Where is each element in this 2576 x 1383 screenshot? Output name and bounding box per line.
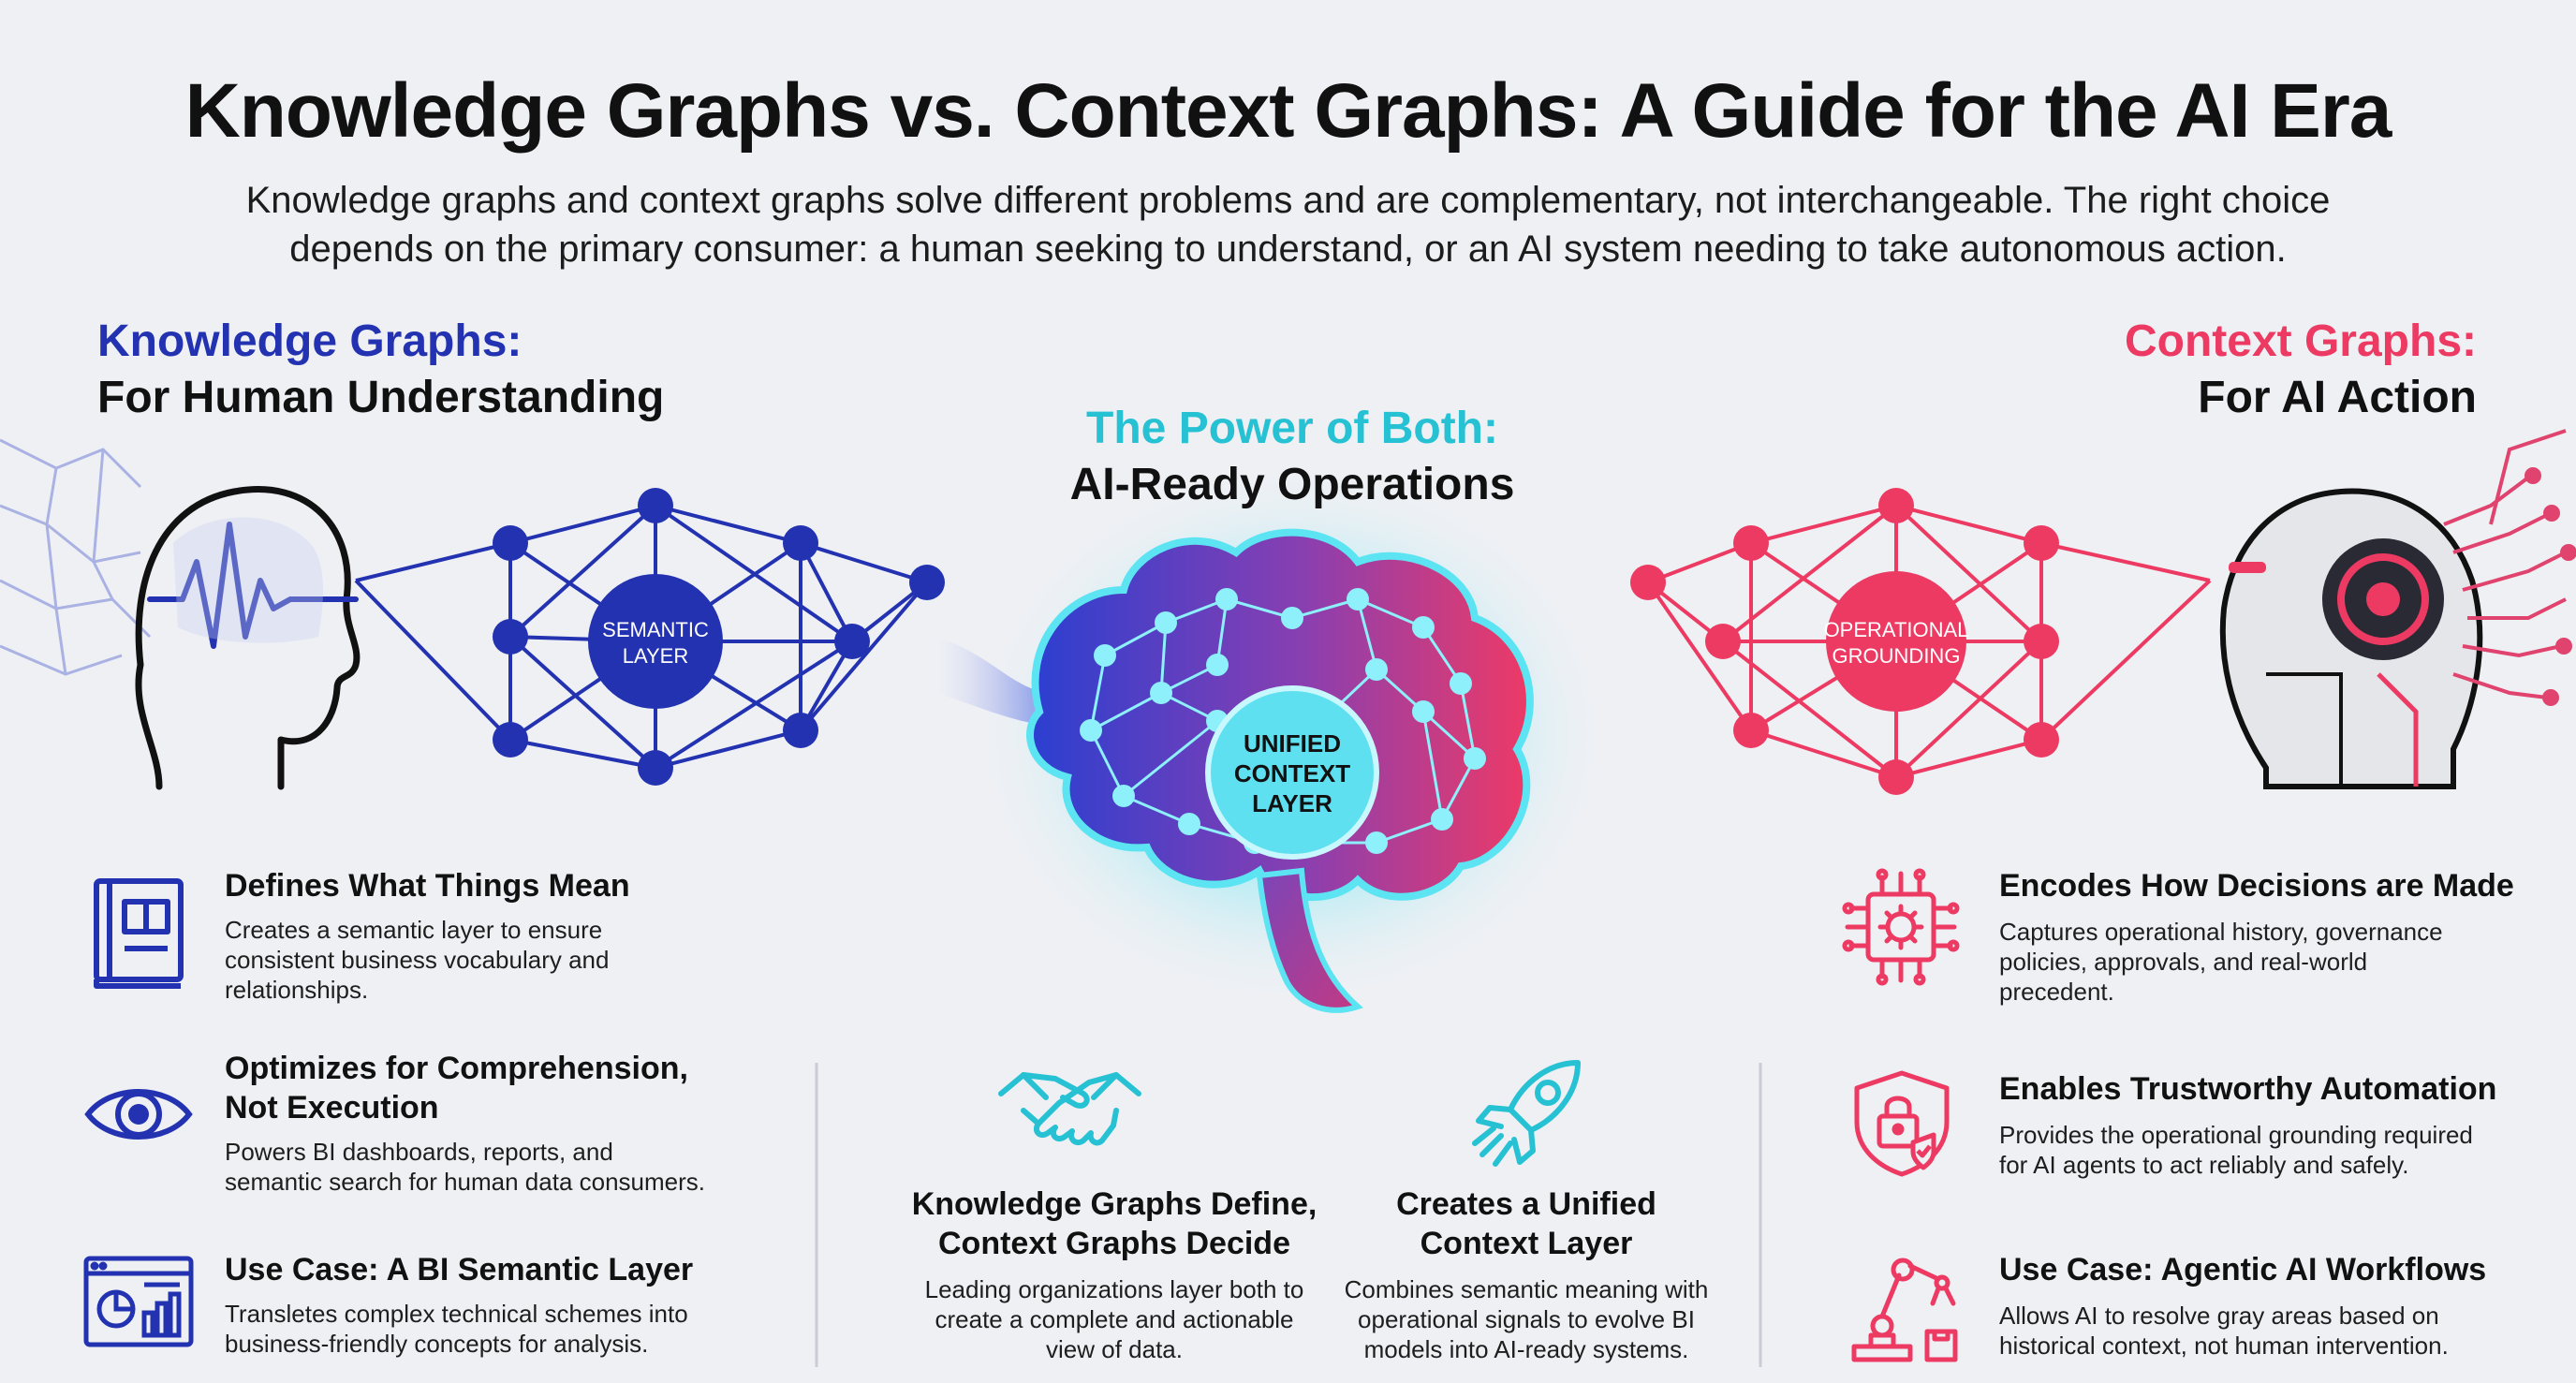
feature-title: Knowledge Graphs Define, Context Graphs … — [843, 1184, 1386, 1263]
feature-desc-line: policies, approvals, and real-world — [1999, 948, 2368, 976]
feature-desc-line: Provides the operational grounding requi… — [1999, 1121, 2473, 1149]
feature-define-decide: Knowledge Graphs Define, Context Graphs … — [843, 1184, 1386, 1364]
feature-title: Use Case: A BI Semantic Layer — [225, 1252, 694, 1287]
robot-arm-icon — [1851, 1258, 1958, 1362]
feature-desc: Powers BI dashboards, reports, and seman… — [225, 1137, 787, 1197]
left-edge-network — [0, 438, 152, 676]
feature-desc: Captures operational history, governance… — [1999, 917, 2561, 1007]
feature-desc-line: create a complete and actionable — [935, 1305, 1294, 1333]
feature-desc: Transletes complex technical schemes int… — [225, 1299, 787, 1359]
left-section-heading: Knowledge Graphs: For Human Understandin… — [97, 314, 664, 426]
feature-agentic-ai: Use Case: Agentic AI Workflows Allows AI… — [1999, 1250, 2561, 1361]
feature-desc: Leading organizations layer both to crea… — [843, 1274, 1386, 1364]
brain-network — [1089, 597, 1477, 845]
right-section-heading: Context Graphs: For AI Action — [2125, 314, 2477, 426]
subtitle-line-1: Knowledge graphs and context graphs solv… — [245, 180, 2331, 221]
feature-title-line: Creates a Unified — [1396, 1186, 1656, 1222]
operational-hub-label-1: OPERATIONAL — [1824, 618, 1969, 641]
right-heading: Context Graphs: — [2124, 316, 2477, 366]
center-heading: The Power of Both: — [1086, 404, 1498, 453]
unified-hub — [1205, 685, 1379, 860]
feature-desc: Combines semantic meaning with operation… — [1292, 1274, 1760, 1364]
feature-title: Use Case: Agentic AI Workflows — [1999, 1252, 2487, 1287]
unified-hub-label-3: LAYER — [1252, 789, 1332, 817]
operational-hub — [1826, 571, 1966, 712]
handshake-icon — [998, 1072, 1141, 1146]
feature-title: Optimizes for Comprehension, Not Executi… — [225, 1049, 787, 1127]
feature-desc-line: for AI agents to act reliably and safely… — [1999, 1151, 2409, 1179]
feature-title-line: Not Execution — [225, 1090, 439, 1126]
feature-defines-meaning: Defines What Things Mean Creates a seman… — [225, 866, 749, 1005]
left-subheading: For Human Understanding — [97, 373, 665, 422]
feature-desc: Creates a semantic layer to ensure consi… — [225, 915, 749, 1005]
book-icon — [94, 878, 184, 989]
circuit-traces — [2443, 429, 2576, 706]
feature-title: Defines What Things Mean — [225, 868, 630, 904]
feature-bi-semantic-layer: Use Case: A BI Semantic Layer Transletes… — [225, 1250, 787, 1359]
subtitle-line-2: depends on the primary consumer: a human… — [289, 228, 2287, 270]
feature-desc-line: historical context, not human interventi… — [1999, 1332, 2449, 1360]
semantic-hub-label-2: LAYER — [623, 644, 689, 668]
feature-desc-line: models into AI-ready systems. — [1363, 1335, 1689, 1363]
feature-desc-line: Powers BI dashboards, reports, and — [225, 1138, 613, 1166]
feature-comprehension: Optimizes for Comprehension, Not Executi… — [225, 1049, 787, 1197]
semantic-hub — [588, 574, 723, 709]
center-subheading: AI-Ready Operations — [1069, 460, 1515, 509]
feature-title: Enables Trustworthy Automation — [1999, 1071, 2497, 1107]
page-subtitle: Knowledge graphs and context graphs solv… — [169, 176, 2407, 273]
feature-desc-line: Combines semantic meaning with — [1344, 1275, 1709, 1303]
feature-title-line: Optimizes for Comprehension, — [225, 1051, 688, 1086]
feature-desc: Allows AI to resolve gray areas based on… — [1999, 1301, 2561, 1361]
feature-title-line: Context Graphs Decide — [938, 1226, 1290, 1261]
feature-desc-line: semantic search for human data consumers… — [225, 1168, 706, 1196]
feature-desc-line: Creates a semantic layer to ensure — [225, 916, 603, 944]
feature-unified-context: Creates a Unified Context Layer Combines… — [1292, 1184, 1760, 1364]
semantic-network-nodes — [493, 488, 945, 786]
eye-icon — [84, 1089, 193, 1140]
feature-desc-line: Captures operational history, governance — [1999, 918, 2443, 946]
center-section-heading: The Power of Both: AI-Ready Operations — [964, 401, 1620, 513]
unified-hub-label-1: UNIFIED — [1244, 729, 1341, 758]
feature-desc-line: Allows AI to resolve gray areas based on — [1999, 1302, 2439, 1330]
feature-desc-line: Leading organizations layer both to — [924, 1275, 1304, 1303]
right-subheading: For AI Action — [2198, 373, 2477, 422]
rocket-icon — [1472, 1060, 1581, 1167]
semantic-hub-label-1: SEMANTIC — [602, 618, 709, 641]
feature-desc-line: operational signals to evolve BI — [1358, 1305, 1695, 1333]
page-title: Knowledge Graphs vs. Context Graphs: A G… — [184, 68, 2392, 154]
unified-hub-label-2: CONTEXT — [1234, 759, 1350, 787]
feature-desc-line: relationships. — [225, 976, 369, 1004]
operational-hub-label-2: GROUNDING — [1833, 644, 1961, 668]
operational-network-nodes — [1630, 488, 2059, 795]
left-heading: Knowledge Graphs: — [97, 316, 523, 366]
feature-title-line: Knowledge Graphs Define, — [911, 1186, 1317, 1222]
feature-trustworthy: Enables Trustworthy Automation Provides … — [1999, 1069, 2561, 1180]
feature-decisions: Encodes How Decisions are Made Captures … — [1999, 866, 2561, 1007]
feature-desc-line: business-friendly concepts for analysis. — [225, 1330, 649, 1358]
robot-head-icon — [2219, 488, 2483, 789]
feature-desc-line: consistent business vocabulary and — [225, 946, 610, 974]
feature-desc-line: precedent. — [1999, 978, 2114, 1006]
feature-desc-line: view of data. — [1046, 1335, 1183, 1363]
feature-desc: Provides the operational grounding requi… — [1999, 1120, 2561, 1180]
feature-title-line: Context Layer — [1420, 1226, 1633, 1261]
feature-title: Encodes How Decisions are Made — [1999, 868, 2514, 904]
feature-desc-line: Transletes complex technical schemes int… — [225, 1300, 688, 1328]
lock-shield-icon — [1854, 1070, 1950, 1177]
dashboard-icon — [83, 1256, 194, 1347]
human-head-icon — [135, 486, 361, 790]
feature-title: Creates a Unified Context Layer — [1292, 1184, 1760, 1263]
chip-gear-icon — [1842, 868, 1960, 986]
